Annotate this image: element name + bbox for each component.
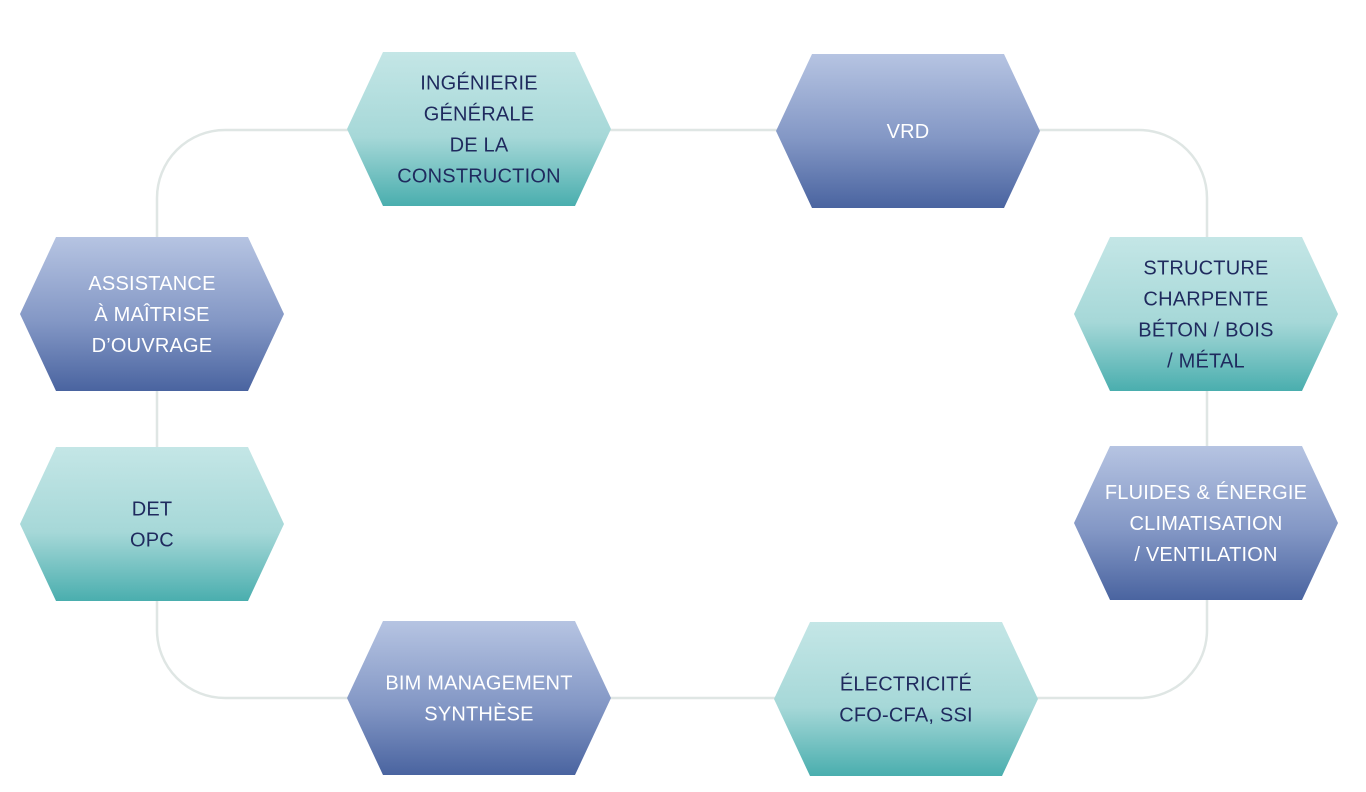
hexagon-node-vrd: VRD <box>776 54 1040 208</box>
connector-ring <box>155 128 1209 700</box>
hexagon-node-bim: BIM MANAGEMENT SYNTHÈSE <box>347 621 611 775</box>
node-label-line: / MÉTAL <box>1167 350 1245 373</box>
node-label-line: SYNTHÈSE <box>424 703 533 726</box>
hexagon-shape <box>774 622 1038 776</box>
node-label-line: ASSISTANCE <box>88 273 215 295</box>
node-label-line: STRUCTURE <box>1143 258 1268 280</box>
node-label-line: DE LA <box>450 135 509 157</box>
node-label-line: CHARPENTE <box>1143 289 1268 311</box>
node-label-line: CFO-CFA, SSI <box>839 705 973 727</box>
hexagon-node-electricite: ÉLECTRICITÉ CFO-CFA, SSI <box>774 622 1038 776</box>
hexagon-shape <box>1074 446 1338 600</box>
hexagon-shape <box>1074 237 1338 391</box>
node-label-line: VRD <box>887 121 930 143</box>
node-label-line: OPC <box>130 530 174 552</box>
node-label-line: / VENTILATION <box>1134 544 1277 566</box>
node-label-line: CONSTRUCTION <box>397 166 561 188</box>
nodes-layer: INGÉNIERIE GÉNÉRALE DE LA CONSTRUCTION VRD ST… <box>20 52 1338 776</box>
hexagon-node-fluides: FLUIDES & ÉNERGIE CLIMATISATION / VENTILAT… <box>1074 446 1338 600</box>
hexagon-node-det-opc: DET OPC <box>20 447 284 601</box>
node-label-line: D’OUVRAGE <box>92 335 213 357</box>
node-label-line: BÉTON / BOIS <box>1138 319 1273 342</box>
node-label-line: BIM MANAGEMENT <box>385 673 572 695</box>
hexagon-node-ingenierie: INGÉNIERIE GÉNÉRALE DE LA CONSTRUCTION <box>347 52 611 206</box>
node-label-line: CLIMATISATION <box>1130 513 1283 535</box>
hexagon-shape <box>347 621 611 775</box>
hexagon-node-structure: STRUCTURE CHARPENTE BÉTON / BOIS / MÉTAL <box>1074 237 1338 391</box>
node-label-line: À MAÎTRISE <box>94 303 209 326</box>
node-label-line: INGÉNIERIE <box>420 72 538 95</box>
node-label-line: DET <box>132 499 173 521</box>
node-label-line: ÉLECTRICITÉ <box>840 673 972 696</box>
hexagon-shape <box>20 447 284 601</box>
node-label-line: FLUIDES & ÉNERGIE <box>1105 481 1307 504</box>
hexagon-shape <box>347 52 611 206</box>
hexagon-shape <box>20 237 284 391</box>
hexagon-node-assistance: ASSISTANCE À MAÎTRISE D’OUVRAGE <box>20 237 284 391</box>
node-label-line: GÉNÉRALE <box>424 103 535 126</box>
hexagon-shape <box>776 54 1040 208</box>
